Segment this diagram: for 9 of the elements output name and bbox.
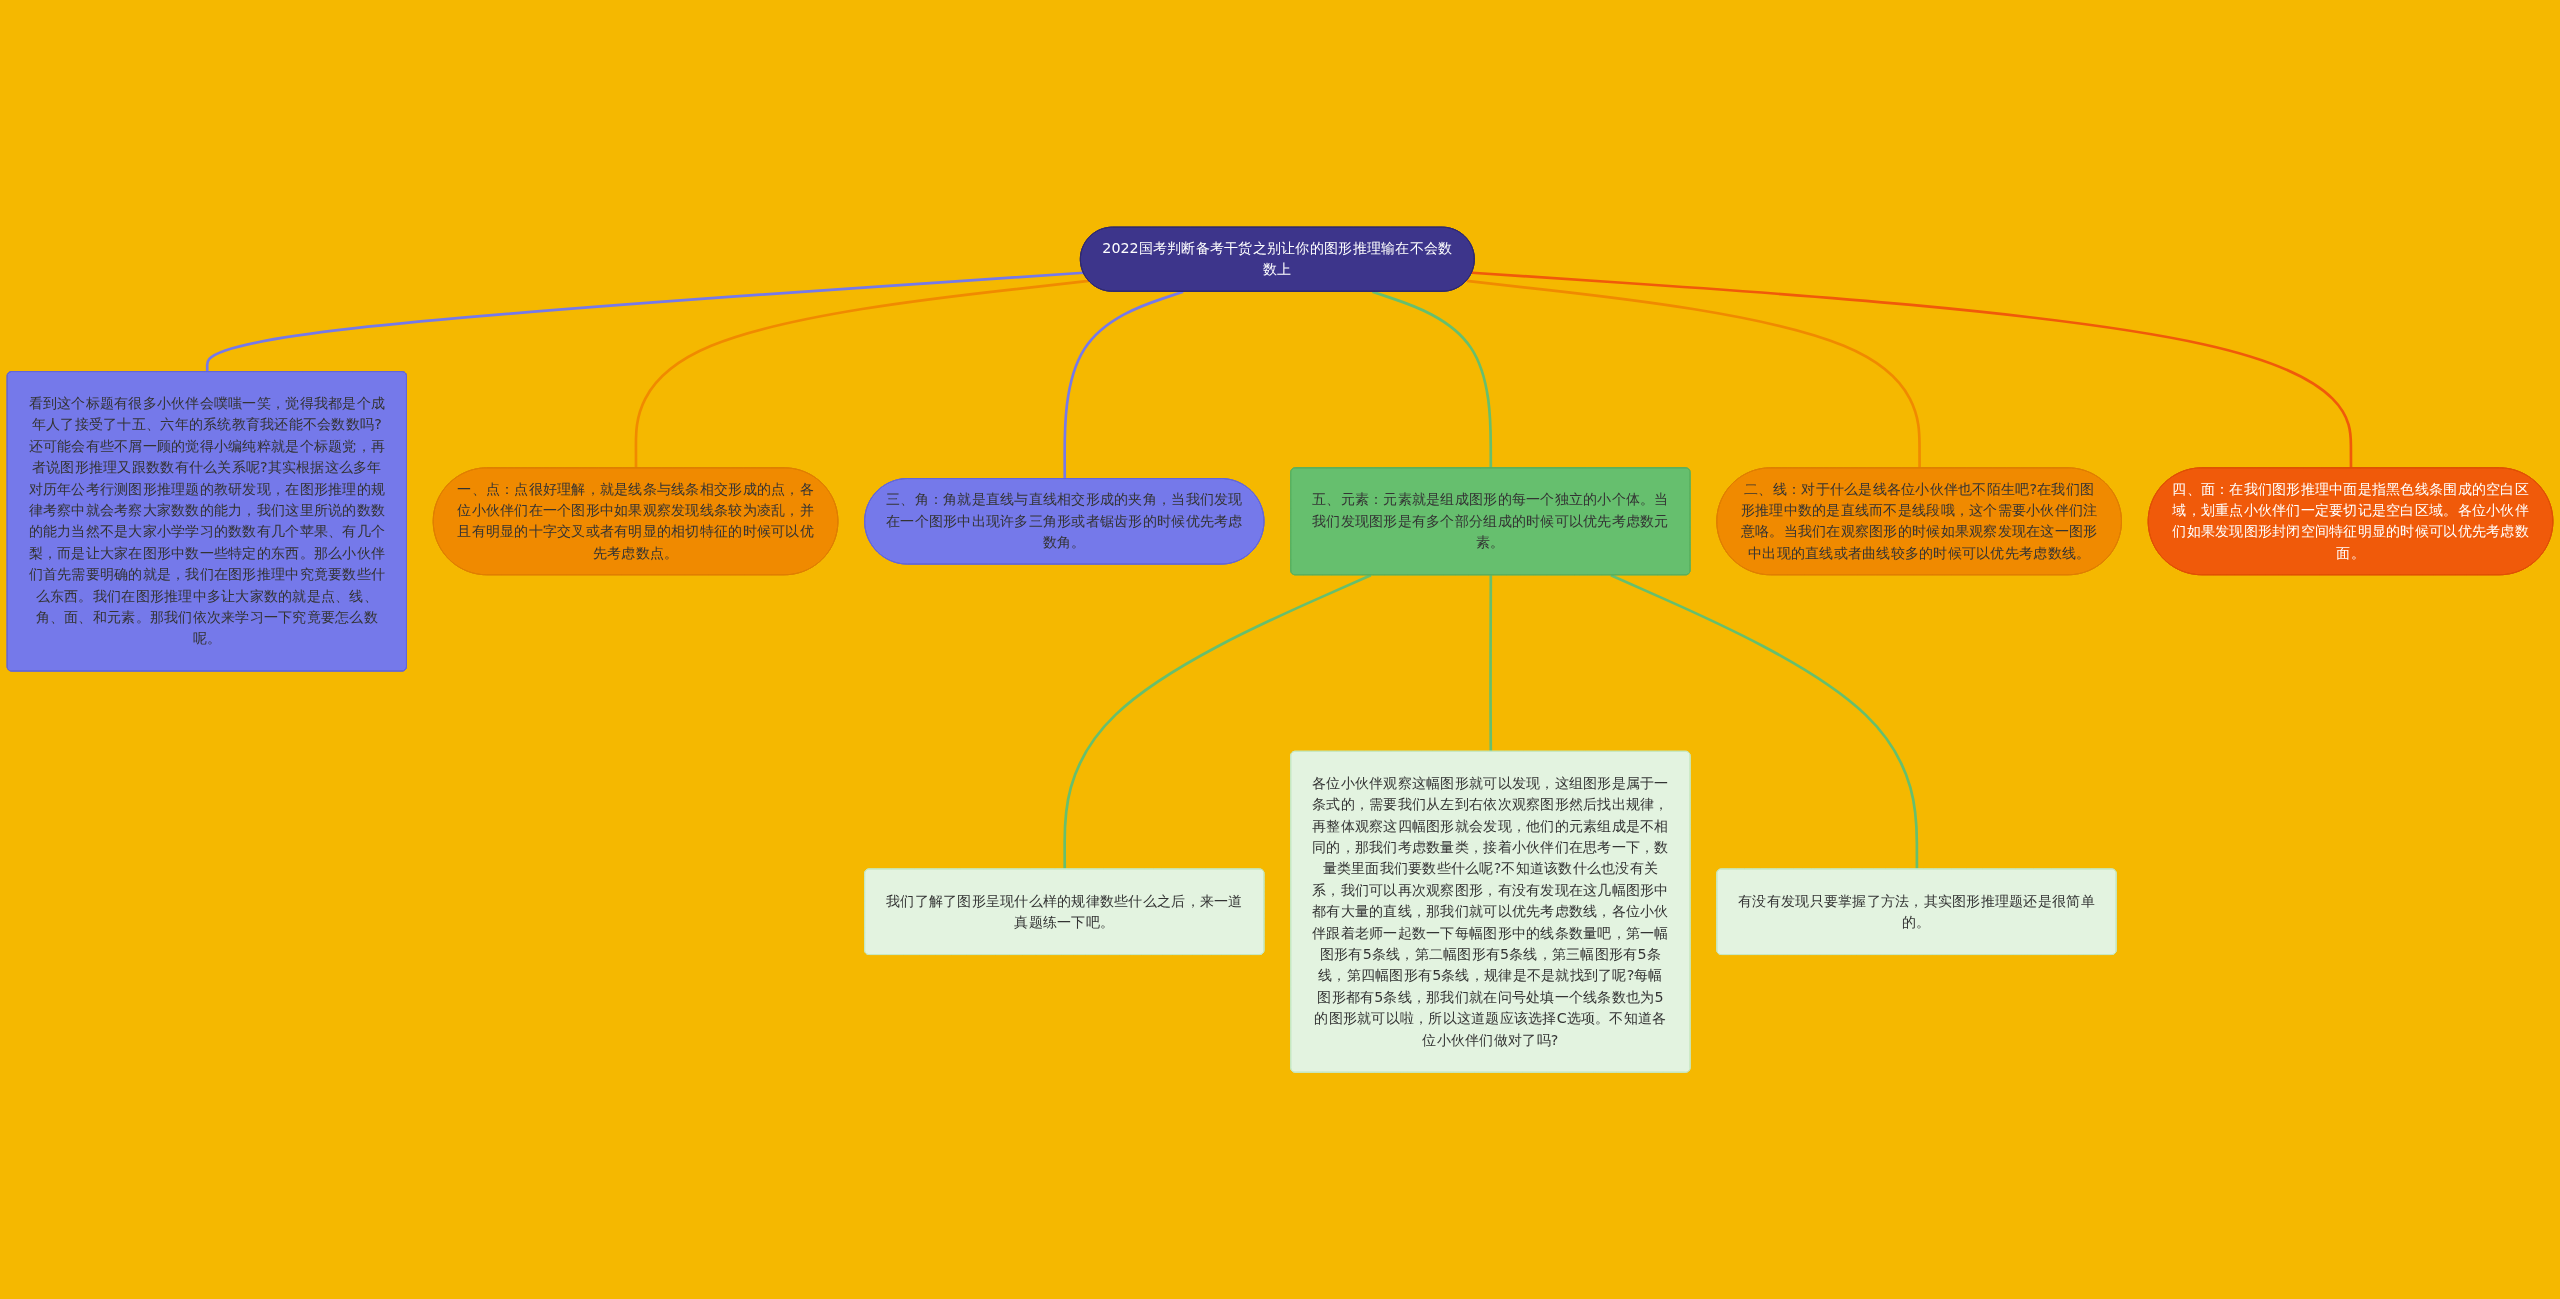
connector	[1489, 575, 1493, 752]
connector	[1610, 573, 1919, 870]
connector	[205, 271, 1084, 372]
connector	[1471, 271, 2353, 469]
connector	[1063, 573, 1372, 870]
connector	[1372, 290, 1493, 469]
connector	[1063, 290, 1184, 479]
connector	[1466, 279, 1921, 469]
connector	[634, 279, 1089, 469]
